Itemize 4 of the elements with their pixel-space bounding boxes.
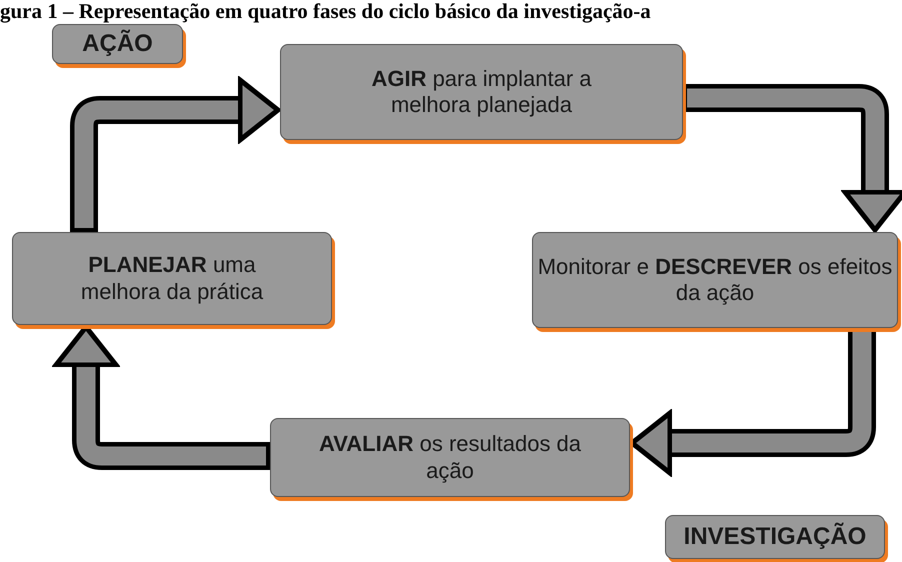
phase-label: INVESTIGAÇÃO: [665, 515, 885, 559]
block-arrow: [683, 84, 902, 232]
figure-title: gura 1 – Representação em quatro fases do ciclo básico da investigação-a: [0, 0, 651, 22]
block-arrow: [70, 78, 280, 232]
